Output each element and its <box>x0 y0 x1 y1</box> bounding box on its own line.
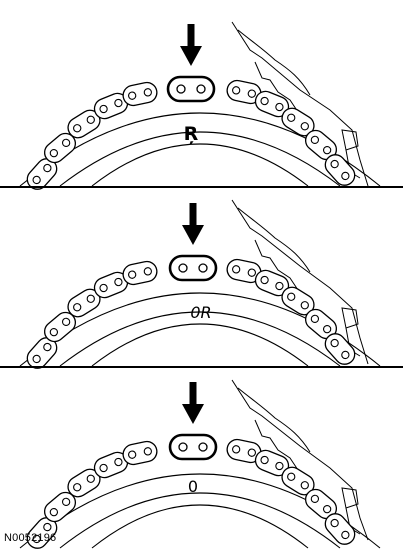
down-arrow-icon <box>180 24 202 66</box>
figure-id: N0052196 <box>4 532 57 544</box>
down-arrow-icon <box>182 203 204 245</box>
timing-mark-label: Ŗ <box>184 123 199 145</box>
marked-chain-link <box>168 254 218 282</box>
marked-chain-link <box>166 75 216 103</box>
down-arrow-icon <box>182 382 204 424</box>
engine-housing <box>231 379 369 541</box>
panel-1: Ŗ <box>19 21 381 194</box>
timing-mark-label: 0R <box>190 303 211 322</box>
panel-2: 0R <box>19 199 381 373</box>
timing-mark-label: 0 <box>188 477 198 496</box>
panel-3: 0 <box>19 379 381 552</box>
marked-chain-link <box>168 433 218 461</box>
